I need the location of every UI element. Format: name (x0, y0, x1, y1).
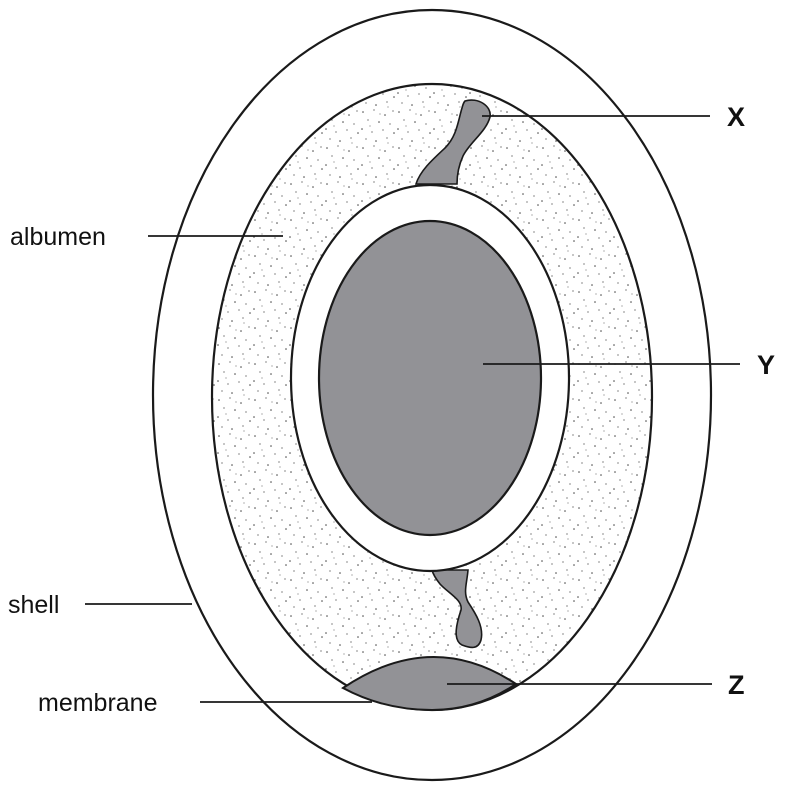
label-z: Z (728, 670, 745, 700)
label-shell: shell (8, 591, 59, 619)
label-y: Y (757, 350, 775, 380)
label-x: X (727, 102, 745, 132)
label-albumen: albumen (10, 223, 106, 251)
yolk (319, 221, 541, 535)
label-membrane: membrane (38, 689, 158, 717)
